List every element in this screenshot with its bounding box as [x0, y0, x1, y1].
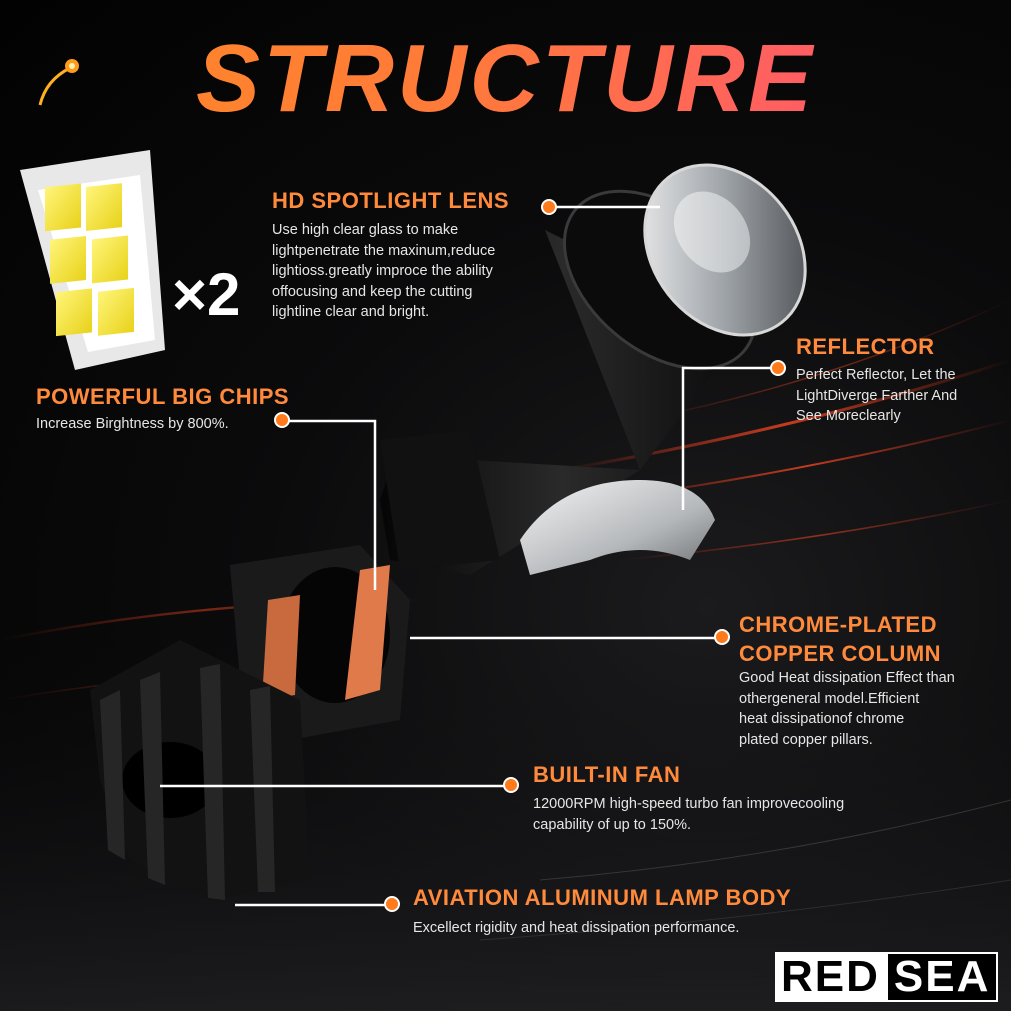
- copper-heading-line2: COPPER COLUMN: [739, 641, 942, 666]
- chips-leader-line: [284, 419, 377, 590]
- chips-dot: [274, 412, 290, 428]
- chips-line: Increase Birghtness by 800%.: [36, 416, 229, 432]
- chip-multiplier: ×2: [172, 261, 241, 328]
- led-chip-board-icon: [20, 150, 165, 370]
- reflector-line: Perfect Reflector, Let the: [796, 367, 956, 383]
- body-line: Excellect rigidity and heat dissipation …: [413, 920, 740, 936]
- body-heading: AVIATION ALUMINUM LAMP BODY: [413, 885, 792, 910]
- lens-dot: [541, 199, 557, 215]
- lens-line: lightioss.greatly improce the ability: [272, 263, 493, 279]
- lens-line: Use high clear glass to make: [272, 222, 459, 238]
- reflector-description: Perfect Reflector, Let the LightDiverge …: [796, 365, 957, 427]
- reflector-shell: [520, 480, 715, 575]
- copper-line: othergeneral model.Efficient: [739, 690, 920, 707]
- copper-line: heat dissipationof chrome: [739, 711, 905, 727]
- lens-heading: HD SPOTLIGHT LENS: [272, 188, 510, 213]
- spark-icon: [38, 59, 79, 106]
- reflector-line: See Moreclearly: [796, 408, 901, 424]
- spotlight-lens: [643, 163, 807, 337]
- lens-line: lightline clear and bright.: [272, 304, 430, 320]
- chips-heading: POWERFUL BIG CHIPS: [36, 384, 290, 409]
- heat-sink-body: [90, 640, 310, 900]
- lens-description: Use high clear glass to make lightpenetr…: [272, 220, 495, 323]
- body-description: Excellect rigidity and heat dissipation …: [413, 918, 739, 939]
- brand-logo: RED SEA: [775, 952, 999, 1002]
- fan-dot: [503, 777, 519, 793]
- lens-line: lightpenetrate the maxinum,reduce: [272, 242, 496, 259]
- body-dot: [384, 896, 400, 912]
- fan-line: 12000RPM high-speed turbo fan improvecoo…: [533, 796, 845, 812]
- copper-line: Good Heat dissipation Effect than: [739, 670, 955, 686]
- fan-line: capability of up to 150%.: [533, 816, 691, 833]
- copper-line: plated copper pillars.: [739, 731, 873, 748]
- reflector-line: LightDiverge Farther And: [796, 387, 958, 404]
- copper-heading-line1: CHROME-PLATED: [739, 612, 937, 637]
- chips-description: Increase Birghtness by 800%.: [36, 414, 229, 435]
- fan-heading: BUILT-IN FAN: [533, 762, 681, 787]
- brand-part-red: RED: [775, 952, 886, 1002]
- reflector-leader-line: [681, 366, 778, 510]
- copper-dot: [714, 629, 730, 645]
- reflector-dot: [770, 360, 786, 376]
- page-title: STRUCTURE: [0, 24, 1011, 134]
- brand-part-sea: SEA: [885, 952, 999, 1002]
- fan-description: 12000RPM high-speed turbo fan improvecoo…: [533, 794, 844, 835]
- reflector-heading: REFLECTOR: [796, 334, 935, 359]
- copper-description: Good Heat dissipation Effect than otherg…: [739, 668, 955, 750]
- lens-line: offocusing and keep the cutting: [272, 283, 473, 300]
